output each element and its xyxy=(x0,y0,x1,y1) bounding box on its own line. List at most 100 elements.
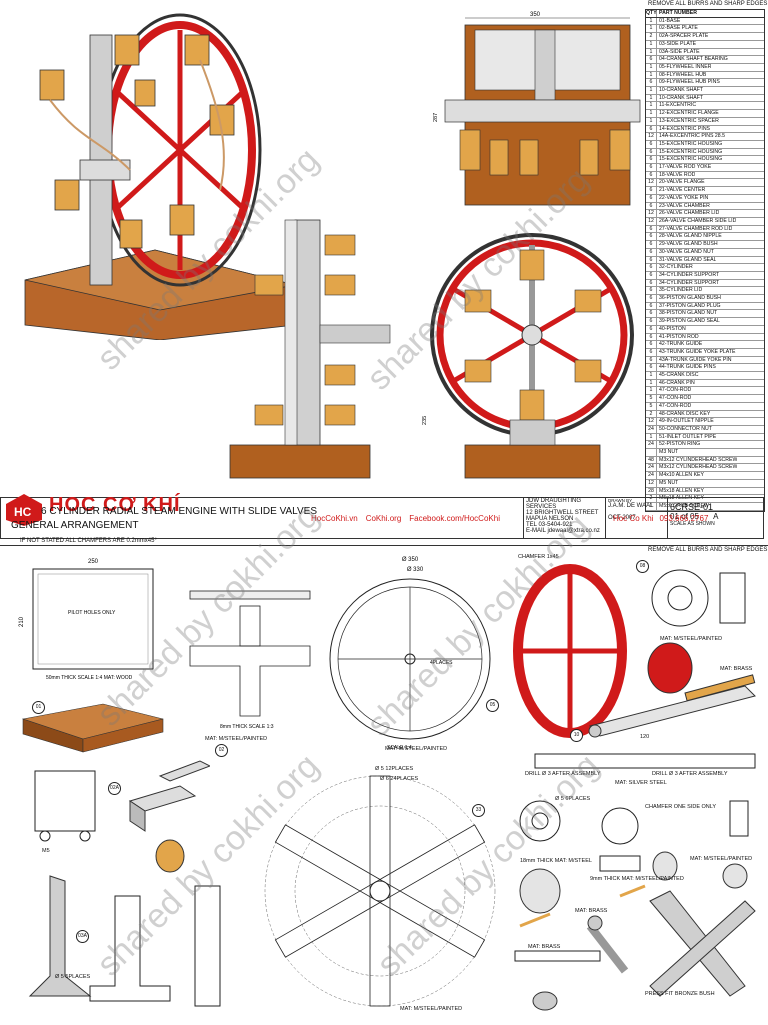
drill-note-2: DRILL Ø 3 AFTER ASSEMBLY xyxy=(652,771,728,777)
base-height-dim: 210 xyxy=(19,616,25,627)
link-hoccokhi[interactable]: HocCoKhi.vn xyxy=(311,514,358,523)
part-name: 22-VALVE YOKE PIN xyxy=(659,194,709,201)
link-facebook[interactable]: Facebook.com/HocCoKhi xyxy=(409,514,500,523)
remove-burrs-note: REMOVE ALL BURRS AND SHARP EDGES xyxy=(648,1,768,7)
front-view: 420 235 xyxy=(422,233,634,479)
part-name: 28-VALVE GLAND NIPPLE xyxy=(659,233,722,240)
part-name: 43-TRUNK GUIDE YOKE PLATE xyxy=(659,348,736,355)
spacer-plate-drawing xyxy=(34,760,210,873)
part-name: 30-VALVE GLAND NUT xyxy=(659,248,714,255)
part-name: 36-PISTON GLAND BUSH xyxy=(659,295,721,302)
top-view: 350 287 xyxy=(433,12,641,206)
part-qty: 6 xyxy=(646,225,657,233)
part-qty: 5 xyxy=(646,395,657,402)
part-qty: 6 xyxy=(646,125,657,133)
part-qty: 12 xyxy=(646,179,657,187)
part-qty: 6 xyxy=(646,241,657,248)
drawing-title-line2: GENERAL ARRANGEMENT xyxy=(11,520,139,531)
part-name: 47-CON-ROD xyxy=(659,395,692,402)
part-qty: 12 xyxy=(646,217,657,225)
flywheel-scale-label: SCALE 1:4 xyxy=(387,745,412,751)
part-name: 08-FLYWHEEL HUB xyxy=(659,71,707,78)
drawn-by: J.A.M. DE WAAL xyxy=(608,503,654,509)
chamfer-one-side-label: CHAMFER ONE SIDE ONLY xyxy=(645,804,717,810)
brand-logo-icon: HC xyxy=(6,494,42,526)
link-youtube[interactable]: Hoc Co Khi xyxy=(613,514,654,523)
part-qty: 1 xyxy=(646,379,657,387)
part-qty: 6 xyxy=(646,156,657,164)
part-qty: 1 xyxy=(646,63,657,71)
side-plate-drawing xyxy=(28,875,221,1007)
part-qty: 1 xyxy=(646,94,657,102)
company-tel: TEL 03-5404-921 xyxy=(526,522,573,528)
part-name: 41-PISTON ROD xyxy=(659,333,699,340)
part-name: 09-FLYWHEEL HUB PINS xyxy=(659,79,720,86)
sheet-general-arrangement: REMOVE ALL BURRS AND SHARP EDGES 350 xyxy=(0,0,768,545)
part-header: PART NUMBER xyxy=(659,10,697,16)
phone-number[interactable]: 093.666.2767 xyxy=(659,514,709,523)
part-name: M3 NUT xyxy=(659,449,679,456)
cylinder-plate-material: MAT: M/STEEL/PAINTED xyxy=(400,1006,463,1012)
part-name: 14-EXCENTRIC PINS xyxy=(659,125,711,132)
part-name: 10-CRANK SHAFT xyxy=(659,87,704,94)
part-qty: 1 xyxy=(646,110,657,117)
part-qty: 6 xyxy=(646,202,657,210)
part-name: 40-PISTON xyxy=(659,325,686,332)
rod-brass-label: MAT: BRASS xyxy=(528,944,561,950)
part-name: 15-EXCENTRIC HOUSING xyxy=(659,140,723,147)
part-name: 02-BASE PLATE xyxy=(659,25,698,32)
part-qty: 6 xyxy=(646,248,657,256)
part-name: 05-FLYWHEEL INNER xyxy=(659,63,712,70)
company-cell: JDW DRAUGHTING SERVICES 12 BRIGHTWELL ST… xyxy=(523,498,606,538)
part-name: 17-VALVE ROD YOKE xyxy=(659,164,712,171)
part-name: 03-SIDE PLATE xyxy=(659,40,697,47)
part-qty: 6 xyxy=(646,302,657,310)
part-qty: 6 xyxy=(646,310,657,318)
bubble-02a: 02A xyxy=(108,782,121,795)
part-name: 31-VALVE GLAND SEAL xyxy=(659,256,717,263)
part-name: 47-CON-ROD xyxy=(659,402,692,409)
part-name: M3x12 CYLINDERHEAD SCREW xyxy=(659,456,738,463)
isometric-assembly-view xyxy=(24,13,296,340)
part-qty: 1 xyxy=(646,25,657,33)
part-qty: 28 xyxy=(646,487,657,495)
part-qty: 12 xyxy=(646,133,657,140)
part-qty: 48 xyxy=(646,456,657,464)
link-cokhi[interactable]: CoKhi.org xyxy=(365,514,402,523)
part-qty: 6 xyxy=(646,148,657,156)
m5-label: M5 xyxy=(42,848,50,854)
part-qty: 6 xyxy=(646,271,657,279)
title-block: HC HOC CƠ KHÍ 6 CYLINDER RADIAL STEAM EN… xyxy=(0,494,766,539)
part-name: 49-IN-OUTLET NIPPLE xyxy=(659,418,714,425)
part-name: 03A-SIDE PLATE xyxy=(659,48,700,55)
brand-logo: HC HOC CƠ KHÍ xyxy=(1,490,291,538)
shaft-material-label: MAT: SILVER STEEL xyxy=(615,780,667,786)
drawing-number-cell: 6CRSE-01 01 of 05 A SCALE AS SHOWN xyxy=(667,498,766,538)
part-name: 45-CRANK DISC xyxy=(659,372,699,379)
part-qty: 12 xyxy=(646,418,657,425)
part-qty: 6 xyxy=(646,333,657,341)
part-qty: 6 xyxy=(646,79,657,87)
front-view-height-dim2: 235 xyxy=(422,416,428,425)
part-name: M4x10 ALLEN KEY xyxy=(659,472,704,479)
sheet-part-details: REMOVE ALL BURRS AND SHARP EDGES 250 210… xyxy=(0,497,768,1025)
chamfer-note: IF NOT STATED ALL CHAMFERS ARE 0.2mmx45° xyxy=(20,538,157,544)
bubble-33: 33 xyxy=(472,804,485,817)
base-part-drawing: 250 210 PILOT HOLES ONLY 50mm THICK SCAL… xyxy=(19,559,164,753)
